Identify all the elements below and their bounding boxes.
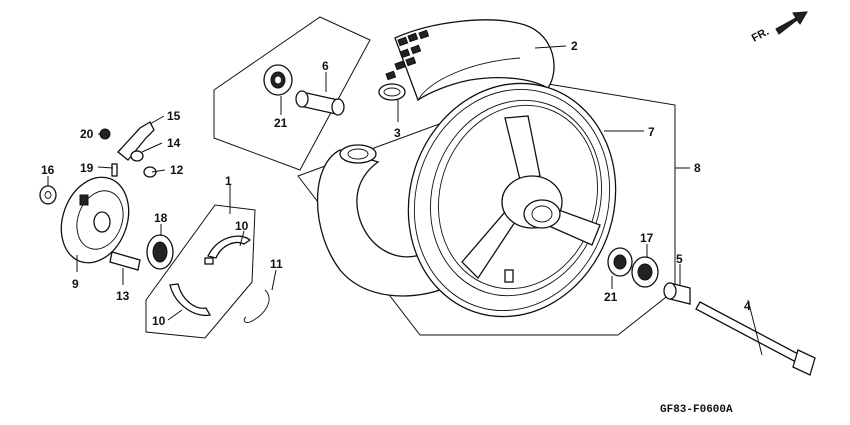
brake-cam [109, 251, 141, 271]
leader-lines [47, 45, 763, 356]
callout-14: 14 [167, 136, 181, 150]
brake-shoe-lower [169, 283, 212, 317]
callout-13: 13 [116, 289, 130, 303]
brake-shoe-upper [204, 235, 252, 265]
callout-2: 2 [571, 39, 578, 53]
callout-4: 4 [744, 299, 751, 313]
dust-seal-right [631, 256, 659, 288]
brake-panel [60, 176, 130, 264]
left-bearing [263, 64, 293, 96]
callout-11: 11 [270, 257, 283, 271]
valve-stem [504, 269, 514, 283]
callout-18: 18 [154, 211, 168, 225]
callout-21-right: 21 [604, 290, 618, 304]
bolt-19 [111, 163, 118, 177]
shoe-spring [243, 289, 270, 323]
front-direction-indicator: FR. [750, 11, 808, 45]
side-collar [663, 282, 691, 305]
diagram-code: GF83-F0600A [660, 404, 733, 416]
callout-12: 12 [170, 163, 184, 177]
tire-tread [385, 29, 430, 81]
callout-7: 7 [648, 125, 655, 139]
direction-label: FR. [750, 26, 771, 45]
tire [378, 19, 555, 101]
oil-seal [146, 234, 174, 270]
callout-19: 19 [80, 161, 94, 175]
callout-16: 16 [41, 163, 55, 177]
callout-9: 9 [72, 277, 79, 291]
wheel-rim [407, 82, 617, 318]
brake-shoe-group-box [145, 204, 256, 339]
callout-3: 3 [394, 126, 401, 140]
callout-17: 17 [640, 231, 654, 245]
front-axle [695, 301, 816, 376]
callout-1: 1 [225, 174, 232, 188]
wheel-assembly-group-box [297, 83, 676, 336]
front-arrow-icon [775, 11, 808, 35]
callout-10-upper: 10 [235, 219, 249, 233]
callout-20: 20 [80, 127, 94, 141]
callouts: 1 2 3 4 5 6 7 8 9 10 10 11 12 13 14 15 1… [41, 39, 751, 328]
distance-collar [295, 90, 345, 116]
callout-8: 8 [694, 161, 701, 175]
right-bearing [607, 247, 633, 277]
callout-15: 15 [167, 109, 181, 123]
callout-21-left: 21 [274, 116, 288, 130]
brake-nut [39, 185, 57, 205]
tube-end [378, 83, 406, 101]
callout-10-lower: 10 [152, 314, 166, 328]
wear-indicator [130, 150, 144, 162]
brake-arm [117, 121, 155, 161]
tube-lower-loop [316, 144, 441, 297]
felt-seal [143, 166, 157, 178]
callout-6: 6 [322, 59, 329, 73]
callout-5: 5 [676, 252, 683, 266]
